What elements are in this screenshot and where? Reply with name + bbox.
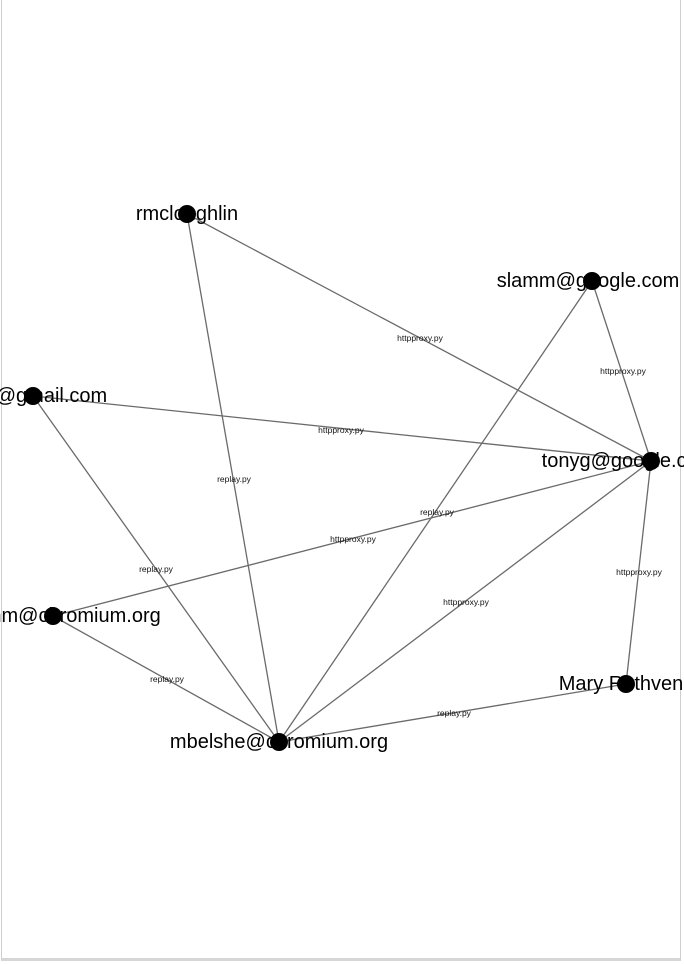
node-labels-layer: rmcloughlinslamm@google.comslamm@gmail.c…	[0, 203, 684, 753]
edge-label: httpproxy.py	[330, 534, 376, 544]
node-label-gmail_user: slamm@gmail.com	[0, 385, 107, 407]
edge-label: replay.py	[139, 564, 174, 574]
edge-tonyg-mbelshe	[278, 460, 652, 743]
edge-label: replay.py	[217, 474, 252, 484]
edge-tonyg-mary	[625, 460, 652, 685]
edge-label: replay.py	[420, 507, 455, 517]
edge-label: httpproxy.py	[443, 597, 489, 607]
edge-rmcloughlin-tonyg	[186, 213, 652, 462]
edge-label: httpproxy.py	[600, 366, 646, 376]
edge-gmail_user-tonyg	[32, 395, 652, 462]
edge-slamm_chromium-mbelshe	[52, 615, 280, 743]
edge-labels-layer: httpproxy.py replay.py httpproxy.py replay.…	[139, 333, 663, 718]
node-slamm_chromium	[44, 607, 62, 625]
edge-slamm_chromium-tonyg	[52, 460, 652, 617]
node-tonyg	[642, 452, 660, 470]
nodes-layer	[24, 205, 660, 751]
edge-slamm_google-mbelshe	[278, 280, 593, 743]
edge-label: httpproxy.py	[397, 333, 443, 343]
node-rmcloughlin	[178, 205, 196, 223]
edge-label: replay.py	[150, 674, 185, 684]
edge-slamm_google-tonyg	[591, 280, 652, 462]
edge-mbelshe-mary	[278, 683, 627, 743]
node-label-tonyg: tonyg@google.com	[542, 450, 684, 472]
node-gmail_user	[24, 387, 42, 405]
node-mbelshe	[270, 733, 288, 751]
edge-label: replay.py	[437, 708, 472, 718]
edge-gmail_user-mbelshe	[32, 395, 280, 743]
edge-label: httpproxy.py	[616, 567, 662, 577]
node-slamm_google	[583, 272, 601, 290]
edges-layer	[32, 213, 652, 743]
node-mary	[617, 675, 635, 693]
edge-label: httpproxy.py	[318, 425, 364, 435]
node-label-slamm_chromium: slamm@chromium.org	[0, 605, 161, 627]
edge-rmcloughlin-mbelshe	[186, 213, 280, 743]
